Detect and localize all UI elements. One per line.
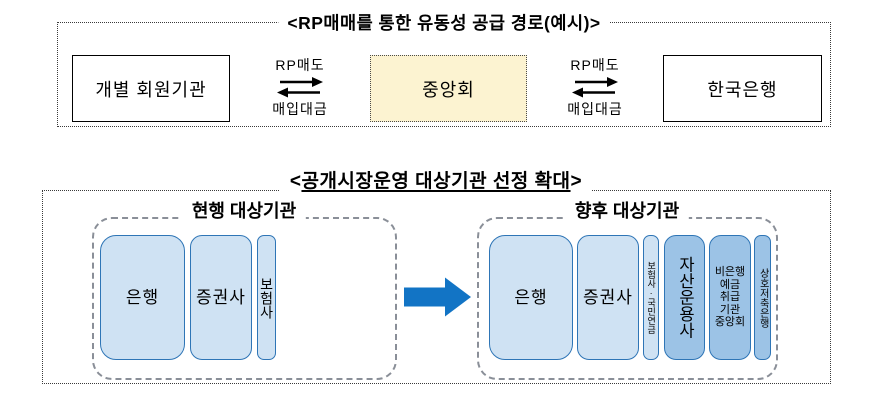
org-label: 증권사 [583, 287, 633, 307]
rp-flow-title: <RP매매를 통한 유동성 공급 경로(예시)> [278, 10, 610, 35]
org-box-future-nonbank-depository-federation: 비은행 예금 취급 기관 중앙회 [709, 235, 751, 360]
org-box-future-mutual-savings-bank: 상호저축은행 [754, 235, 771, 360]
node-label: 중앙회 [422, 79, 475, 100]
org-label: 자산운용사 [675, 256, 694, 339]
org-label: 보험사 [258, 276, 275, 319]
org-box-future-securities: 증권사 [577, 235, 639, 360]
node-label: 개별 회원기관 [95, 79, 207, 100]
exchange-arrows-icon [572, 77, 618, 98]
node-individual-member-org: 개별 회원기관 [72, 55, 230, 122]
org-label: 증권사 [196, 287, 246, 307]
org-label: 보험사·국민연금 [646, 261, 657, 334]
flow-top-label: RP매도 [570, 57, 620, 73]
node-bank-of-korea: 한국은행 [663, 55, 822, 122]
expand-right-arrow-icon [404, 277, 471, 317]
org-label: 은행 [125, 287, 160, 307]
node-label: 한국은행 [707, 79, 778, 100]
title-text: 공개시장운영 대상기관 선정 확대 [301, 171, 571, 192]
flow-bottom-label: 매입대금 [272, 101, 328, 117]
org-box-current-insurance: 보험사 [257, 235, 276, 360]
future-target-group-label: 향후 대상기관 [564, 197, 690, 223]
current-target-group-label: 현행 대상기관 [181, 197, 307, 223]
org-box-future-asset-management: 자산운용사 [664, 235, 705, 360]
flow-member-to-federation: RP매도 매입대금 [254, 56, 346, 119]
market-expansion-title: <공개시장운영 대상기관 선정 확대> [279, 166, 593, 193]
flow-federation-to-bok: RP매도 매입대금 [549, 56, 641, 119]
title-bracket-open: < [289, 171, 302, 192]
node-federation: 중앙회 [370, 55, 527, 122]
org-box-current-bank: 은행 [100, 235, 185, 360]
exchange-arrows-icon [277, 77, 323, 98]
flow-top-label: RP매도 [275, 57, 325, 73]
org-label: 상호저축은행 [757, 267, 769, 328]
org-box-current-securities: 증권사 [190, 235, 252, 360]
org-label: 비은행 예금 취급 기관 중앙회 [714, 265, 746, 329]
title-bracket-close: > [570, 171, 583, 192]
flow-bottom-label: 매입대금 [567, 101, 623, 117]
org-label: 은행 [514, 287, 548, 307]
org-box-future-bank: 은행 [489, 235, 573, 360]
org-box-future-insurance-pension: 보험사·국민연금 [643, 235, 659, 360]
